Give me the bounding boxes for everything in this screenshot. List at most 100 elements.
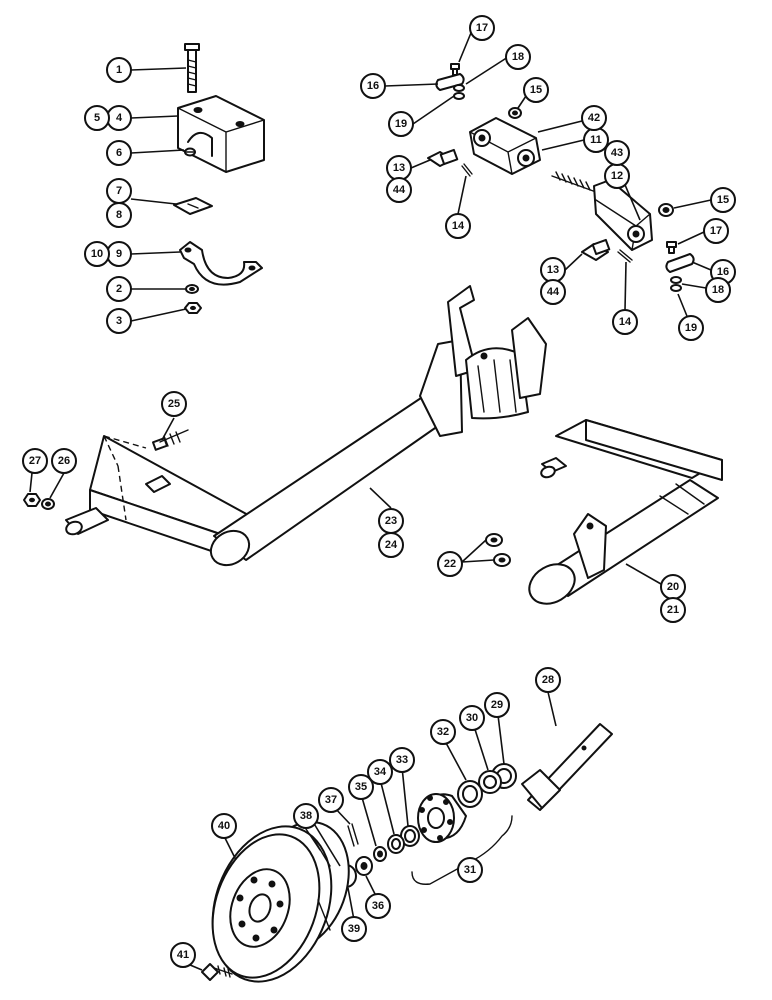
nut-part-27 <box>23 493 41 507</box>
svg-text:18: 18 <box>712 284 724 296</box>
callout-8: 8 <box>106 202 132 228</box>
bearing-part-34 <box>387 834 405 854</box>
svg-text:8: 8 <box>116 209 122 221</box>
callout-21: 21 <box>660 597 686 623</box>
svg-text:19: 19 <box>685 322 697 334</box>
svg-text:35: 35 <box>355 781 367 793</box>
lockwasher-part-2 <box>185 284 199 294</box>
cotter-part-37 <box>347 823 359 847</box>
callout-32: 32 <box>430 719 456 745</box>
shim-part-7 <box>173 197 213 215</box>
svg-text:26: 26 <box>58 455 70 467</box>
svg-text:22: 22 <box>444 558 456 570</box>
pin-part-13-top <box>427 148 459 167</box>
svg-text:9: 9 <box>116 248 122 260</box>
callout-26: 26 <box>51 448 77 474</box>
callout-6: 6 <box>106 140 132 166</box>
nut-part-36 <box>355 856 373 876</box>
svg-text:44: 44 <box>393 184 406 196</box>
svg-text:31: 31 <box>464 864 476 876</box>
callout-30: 30 <box>459 705 485 731</box>
nut-part-3 <box>184 302 202 314</box>
bolt-part-1 <box>184 43 200 93</box>
svg-text:19: 19 <box>395 118 407 130</box>
callout-2: 2 <box>106 276 132 302</box>
svg-text:15: 15 <box>717 194 729 206</box>
pin-part-13-bottom <box>581 238 611 261</box>
svg-text:15: 15 <box>530 84 542 96</box>
svg-text:39: 39 <box>348 923 360 935</box>
svg-text:37: 37 <box>325 794 337 806</box>
u-clamp-part-9 <box>179 241 263 286</box>
callout-9: 9 <box>106 241 132 267</box>
cotter-part-14-bottom <box>617 249 633 263</box>
svg-text:6: 6 <box>116 147 122 159</box>
callout-18-top: 18 <box>505 44 531 70</box>
svg-text:24: 24 <box>385 539 398 551</box>
svg-text:12: 12 <box>611 170 623 182</box>
link-part-11 <box>469 117 541 175</box>
svg-text:16: 16 <box>367 80 379 92</box>
svg-text:29: 29 <box>491 699 503 711</box>
callout-36: 36 <box>365 893 391 919</box>
svg-text:7: 7 <box>116 185 122 197</box>
link-rod-part-12 <box>551 171 653 251</box>
callout-44-bottom: 44 <box>540 279 566 305</box>
callout-3: 3 <box>106 308 132 334</box>
svg-text:5: 5 <box>94 112 100 124</box>
svg-text:23: 23 <box>385 515 397 527</box>
callout-29: 29 <box>484 692 510 718</box>
leader-lines <box>29 27 712 971</box>
svg-text:4: 4 <box>116 112 123 124</box>
callout-19-right: 19 <box>678 315 704 341</box>
svg-text:17: 17 <box>710 225 722 237</box>
callout-13-bottom: 13 <box>540 257 566 283</box>
washer-part-35 <box>373 846 387 862</box>
svg-text:38: 38 <box>300 810 312 822</box>
callout-14-bottom: 14 <box>612 309 638 335</box>
screw-part-6 <box>184 147 196 157</box>
cotter-part-14-top <box>461 163 473 177</box>
axle-beam-part-20 <box>528 419 723 605</box>
callout-39: 39 <box>341 916 367 942</box>
svg-text:25: 25 <box>168 398 180 410</box>
svg-text:33: 33 <box>396 754 408 766</box>
spindle-part-28 <box>521 723 613 811</box>
screw-part-17-right <box>666 241 677 254</box>
washer-part-18-top <box>453 84 465 100</box>
svg-text:16: 16 <box>717 266 729 278</box>
svg-text:10: 10 <box>91 248 103 260</box>
callout-41: 41 <box>170 942 196 968</box>
svg-text:1: 1 <box>116 64 122 76</box>
wheel-part-40 <box>211 819 350 983</box>
callout-7: 7 <box>106 178 132 204</box>
callout-15-right: 15 <box>710 187 736 213</box>
svg-text:42: 42 <box>588 112 600 124</box>
callout-43: 43 <box>604 140 630 166</box>
axle-beam-part-23 <box>65 285 547 567</box>
screw-part-17-top <box>450 63 460 76</box>
callout-17-top: 17 <box>469 15 495 41</box>
svg-text:3: 3 <box>116 315 122 327</box>
callout-23: 23 <box>378 508 404 534</box>
bolt-part-41 <box>201 963 233 981</box>
svg-text:11: 11 <box>590 134 602 146</box>
callout-5: 5 <box>84 105 110 131</box>
bolt-part-25 <box>103 429 189 521</box>
svg-text:40: 40 <box>218 820 230 832</box>
washer-part-18-right <box>670 276 682 292</box>
callout-37: 37 <box>318 787 344 813</box>
washer-part-26 <box>41 498 55 510</box>
callout-1: 1 <box>106 57 132 83</box>
cup-part-32 <box>457 780 483 808</box>
callout-15-top: 15 <box>523 77 549 103</box>
bushing-part-22 <box>485 533 511 567</box>
callout-10: 10 <box>84 241 110 267</box>
cup-part-33 <box>400 825 420 847</box>
svg-text:41: 41 <box>177 949 189 961</box>
callout-24: 24 <box>378 532 404 558</box>
callout-44-top: 44 <box>386 177 412 203</box>
svg-text:17: 17 <box>476 22 488 34</box>
callout-25: 25 <box>161 391 187 417</box>
callout-42: 42 <box>581 105 607 131</box>
